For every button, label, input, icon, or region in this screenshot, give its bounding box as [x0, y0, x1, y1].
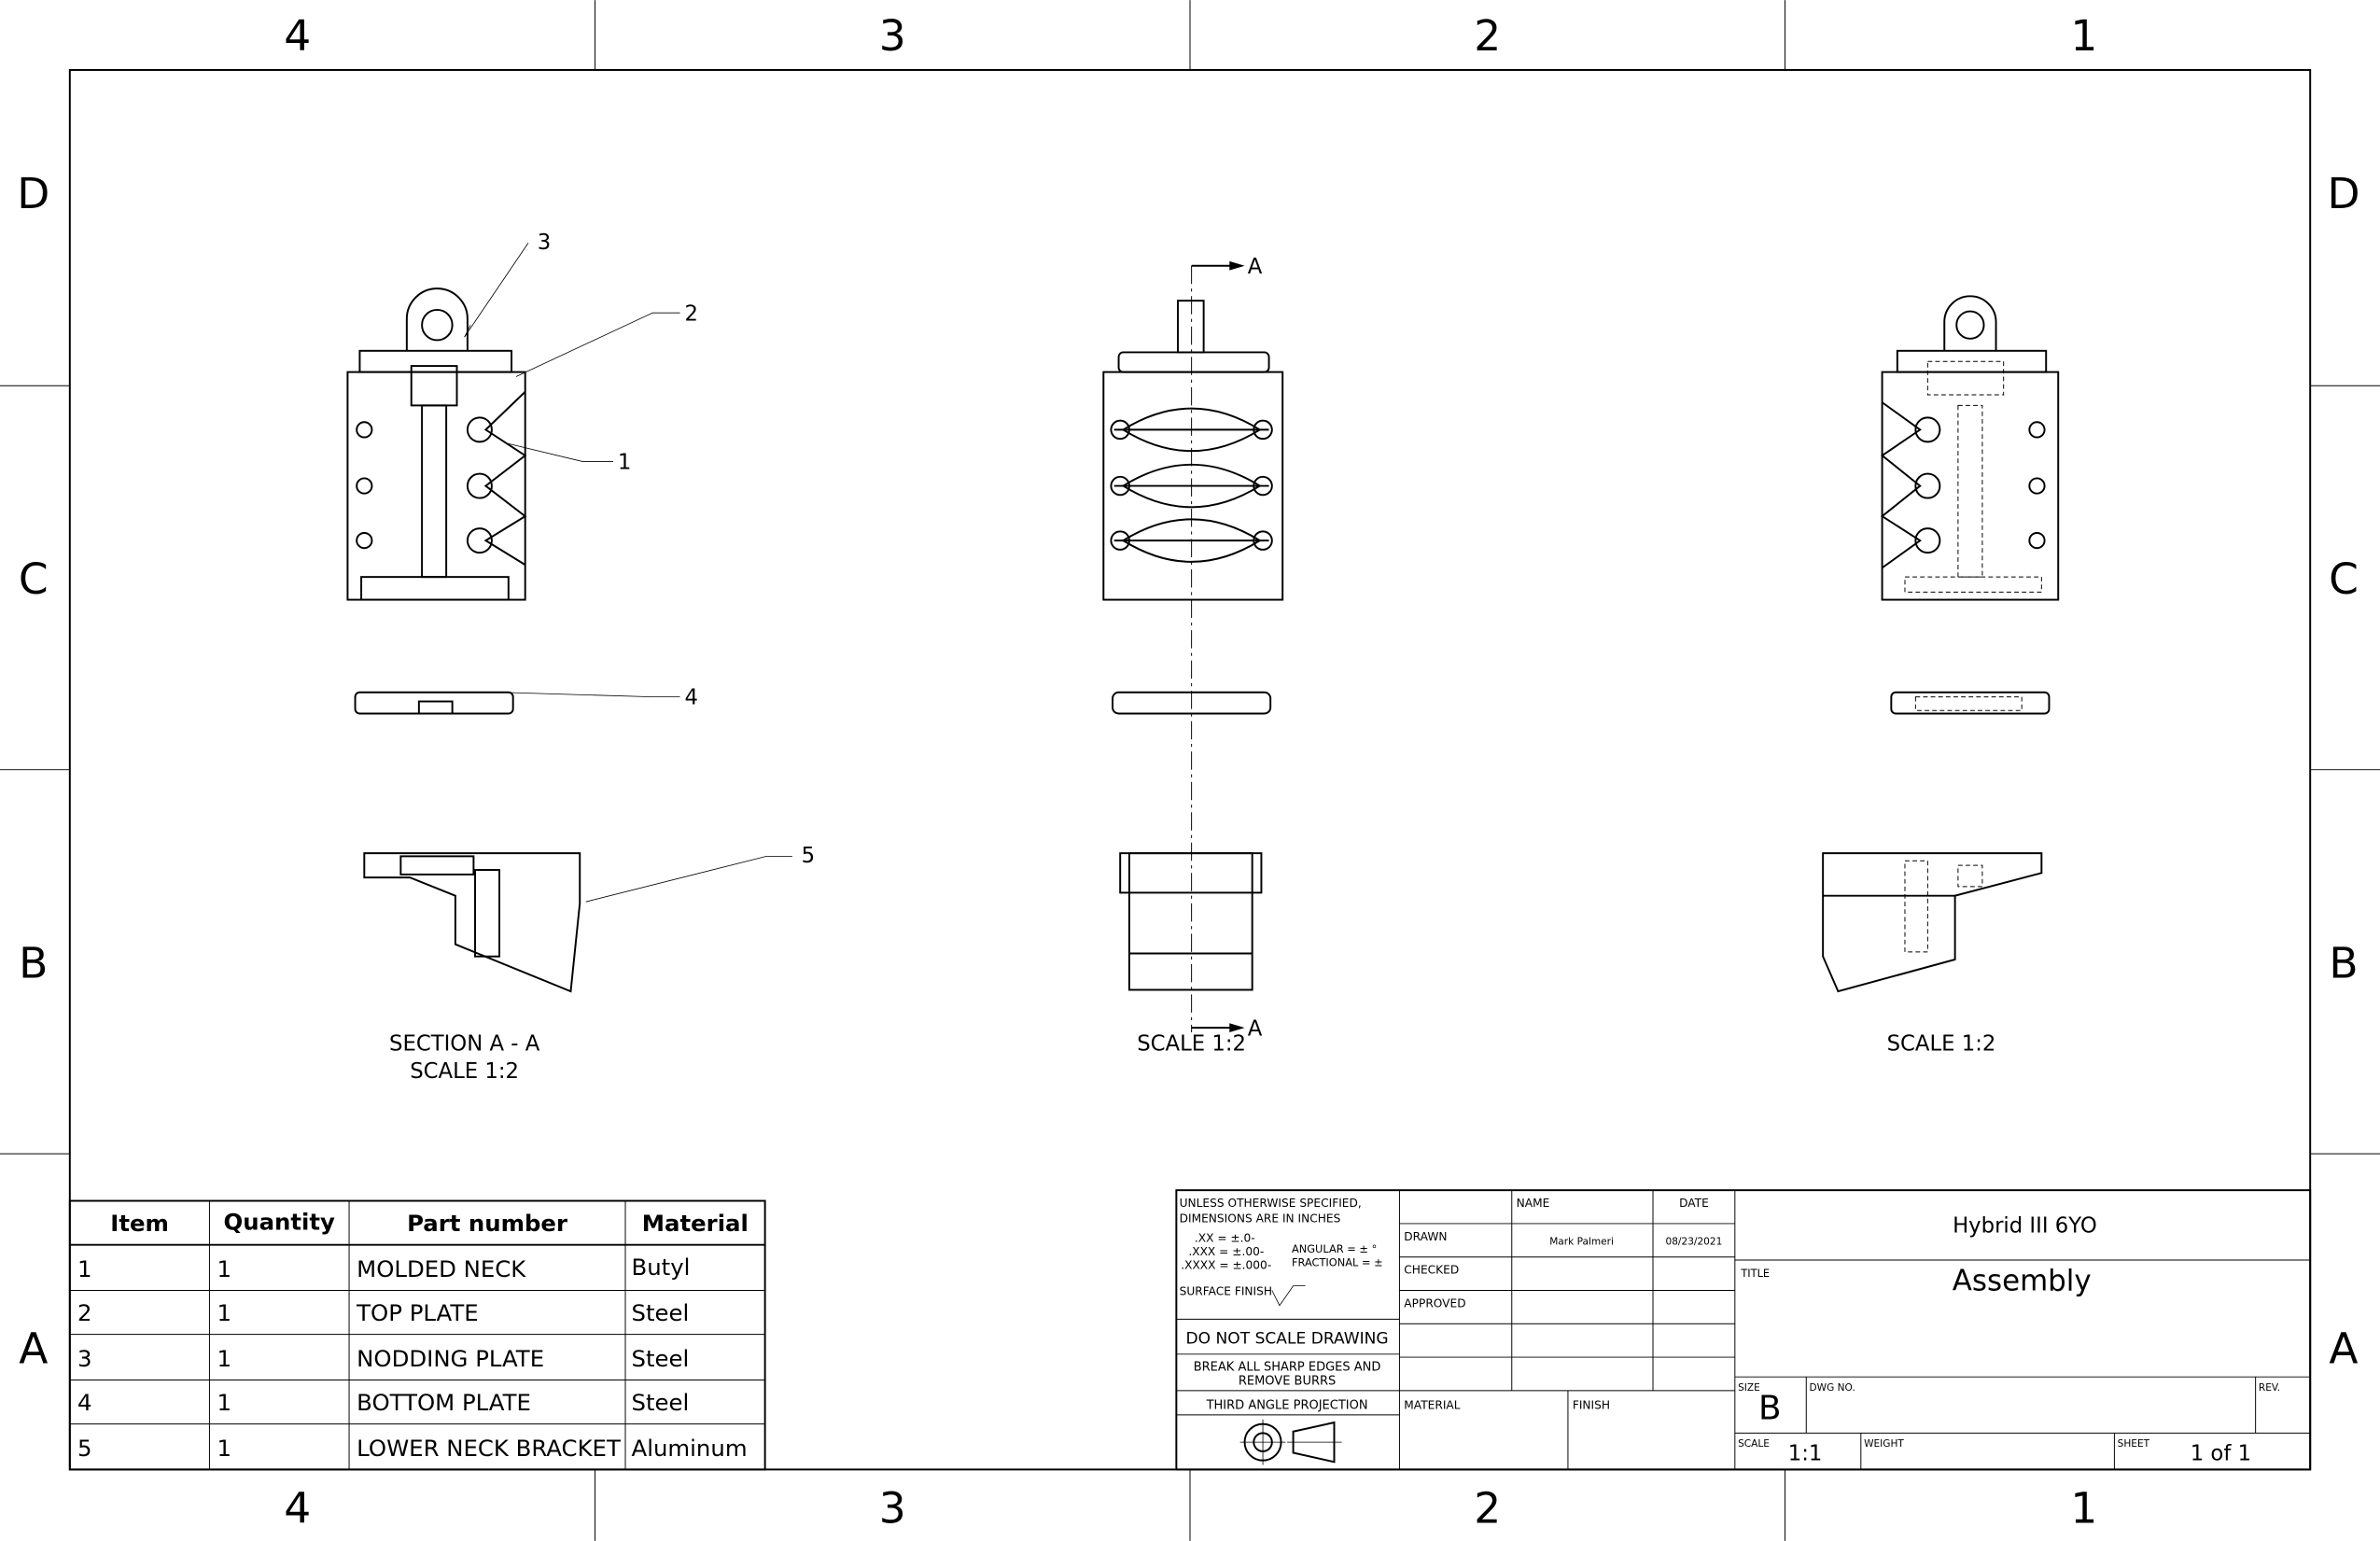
bom-row: 1 1 MOLDED NECK Butyl — [77, 1254, 691, 1282]
zone-col-1: 1 — [2070, 11, 2097, 61]
bom-qty: 1 — [217, 1255, 232, 1282]
material-label: MATERIAL — [1404, 1398, 1460, 1411]
checked-label: CHECKED — [1404, 1264, 1459, 1277]
zone-col-3: 3 — [879, 11, 906, 61]
bom-material: Butyl — [632, 1254, 691, 1281]
side-view: SCALE 1:2 — [1822, 295, 2060, 1057]
bom-row: 2 1 TOP PLATE Steel — [77, 1299, 689, 1326]
tolerance-xxx: .XXX = ±.00- — [1188, 1245, 1264, 1258]
zone-row-c-right: C — [2329, 554, 2359, 604]
sheet-label: SHEET — [2118, 1438, 2150, 1450]
bom-row: 5 1 LOWER NECK BRACKET Aluminum — [77, 1435, 748, 1462]
drawn-name: Mark Palmeri — [1549, 1237, 1614, 1248]
balloon-5: 5 — [802, 844, 815, 868]
tolerance-xx: .XX = ±.0- — [1195, 1231, 1255, 1244]
finish-label: FINISH — [1573, 1398, 1610, 1411]
zone-col-2: 2 — [1474, 11, 1501, 61]
tolerance-fractional: FRACTIONAL = ± — [1292, 1255, 1383, 1268]
section-view: 3 2 1 4 5 SECTION A - A SCALE 1:2 — [346, 231, 815, 1084]
bom-qty: 1 — [217, 1389, 232, 1416]
title-block: UNLESS OTHERWISE SPECIFIED, DIMENSIONS A… — [1175, 1189, 2312, 1471]
front-view: A A SCALE 1:2 — [1102, 255, 1284, 1057]
bom-material: Steel — [632, 1345, 690, 1372]
section-view-scale: SCALE 1:2 — [410, 1059, 519, 1084]
name-header: NAME — [1517, 1197, 1550, 1210]
bom-qty: 1 — [217, 1435, 232, 1462]
dwg-no-label: DWG NO. — [1810, 1382, 1855, 1394]
drawn-date: 08/23/2021 — [1665, 1237, 1722, 1248]
bom-header-material: Material — [642, 1210, 749, 1237]
bom-material: Steel — [632, 1299, 690, 1326]
bom-table: Item Quantity Part number Material 1 1 M… — [68, 1199, 766, 1471]
balloon-4: 4 — [684, 686, 697, 710]
drawing-scale: 1:1 — [1788, 1442, 1823, 1466]
bom-item: 5 — [77, 1435, 92, 1462]
approved-label: APPROVED — [1404, 1296, 1465, 1310]
projection-label: THIRD ANGLE PROJECTION — [1206, 1398, 1368, 1412]
company-name: Hybrid III 6YO — [1953, 1214, 2097, 1239]
zone-row-a-right: A — [2329, 1324, 2358, 1374]
date-header: DATE — [1679, 1197, 1709, 1210]
size-label: SIZE — [1738, 1382, 1760, 1394]
zone-row-b-right: B — [2329, 938, 2358, 988]
section-view-title: SECTION A - A — [389, 1032, 540, 1057]
do-not-scale-note: DO NOT SCALE DRAWING — [1186, 1329, 1389, 1348]
balloon-2: 2 — [684, 301, 697, 326]
drawing-title: Assembly — [1953, 1264, 2092, 1297]
bom-material: Aluminum — [632, 1435, 748, 1462]
bom-part: BOTTOM PLATE — [357, 1389, 531, 1416]
zone-col-4-bottom: 4 — [284, 1483, 311, 1533]
break-edges-note-2: REMOVE BURRS — [1239, 1374, 1336, 1388]
bom-header-part-number: Part number — [407, 1210, 567, 1237]
zone-col-4: 4 — [284, 11, 311, 61]
sheet-size: B — [1758, 1390, 1782, 1428]
section-cut-label-top: A — [1248, 255, 1263, 279]
third-angle-projection-icon — [1239, 1419, 1342, 1465]
bom-part: NODDING PLATE — [357, 1345, 544, 1372]
bom-item: 1 — [77, 1255, 92, 1282]
surface-finish-symbol — [1271, 1285, 1306, 1307]
zone-col-1-bottom: 1 — [2070, 1483, 2097, 1533]
tolerance-angular: ANGULAR = ± ° — [1292, 1242, 1377, 1255]
zone-row-a: A — [19, 1324, 48, 1374]
balloon-3: 3 — [538, 231, 551, 255]
bom-row: 4 1 BOTTOM PLATE Steel — [77, 1389, 689, 1416]
zone-row-d: D — [17, 169, 49, 218]
bom-material: Steel — [632, 1389, 690, 1416]
bom-item: 4 — [77, 1389, 92, 1416]
zone-col-2-bottom: 2 — [1474, 1483, 1501, 1533]
bom-qty: 1 — [217, 1299, 232, 1326]
bom-part: LOWER NECK BRACKET — [357, 1435, 621, 1462]
section-cut-label-bottom: A — [1248, 1016, 1263, 1041]
tolerance-note-line1: UNLESS OTHERWISE SPECIFIED, — [1180, 1197, 1362, 1210]
bom-part: MOLDED NECK — [357, 1255, 526, 1282]
bom-qty: 1 — [217, 1345, 232, 1372]
break-edges-note-1: BREAK ALL SHARP EDGES AND — [1194, 1361, 1381, 1375]
zone-row-c: C — [19, 554, 49, 604]
tolerance-note-line2: DIMENSIONS ARE IN INCHES — [1180, 1212, 1341, 1225]
drawn-label: DRAWN — [1404, 1230, 1447, 1243]
zone-row-b: B — [19, 938, 48, 988]
bom-part: TOP PLATE — [356, 1299, 478, 1326]
bom-header-item: Item — [110, 1210, 169, 1237]
front-view-scale: SCALE 1:2 — [1137, 1032, 1246, 1057]
zone-row-d-right: D — [2327, 169, 2359, 218]
bom-header-quantity: Quantity — [224, 1208, 336, 1235]
bom-row: 3 1 NODDING PLATE Steel — [77, 1345, 689, 1372]
side-view-scale: SCALE 1:2 — [1887, 1032, 1996, 1057]
sheet-number: 1 of 1 — [2191, 1442, 2251, 1466]
weight-label: WEIGHT — [1864, 1438, 1904, 1450]
bom-item: 3 — [77, 1345, 92, 1372]
tolerance-xxxx: .XXXX = ±.000- — [1181, 1259, 1271, 1272]
zone-col-3-bottom: 3 — [879, 1483, 906, 1533]
title-label: TITLE — [1740, 1267, 1770, 1280]
rev-label: REV. — [2259, 1382, 2280, 1394]
scale-label: SCALE — [1738, 1438, 1770, 1450]
balloon-1: 1 — [618, 451, 631, 475]
bom-item: 2 — [77, 1299, 92, 1326]
surface-finish-label: SURFACE FINISH — [1180, 1284, 1272, 1297]
zone-labels: 4 3 2 1 4 3 2 1 D C B A D C B A — [17, 11, 2359, 1533]
